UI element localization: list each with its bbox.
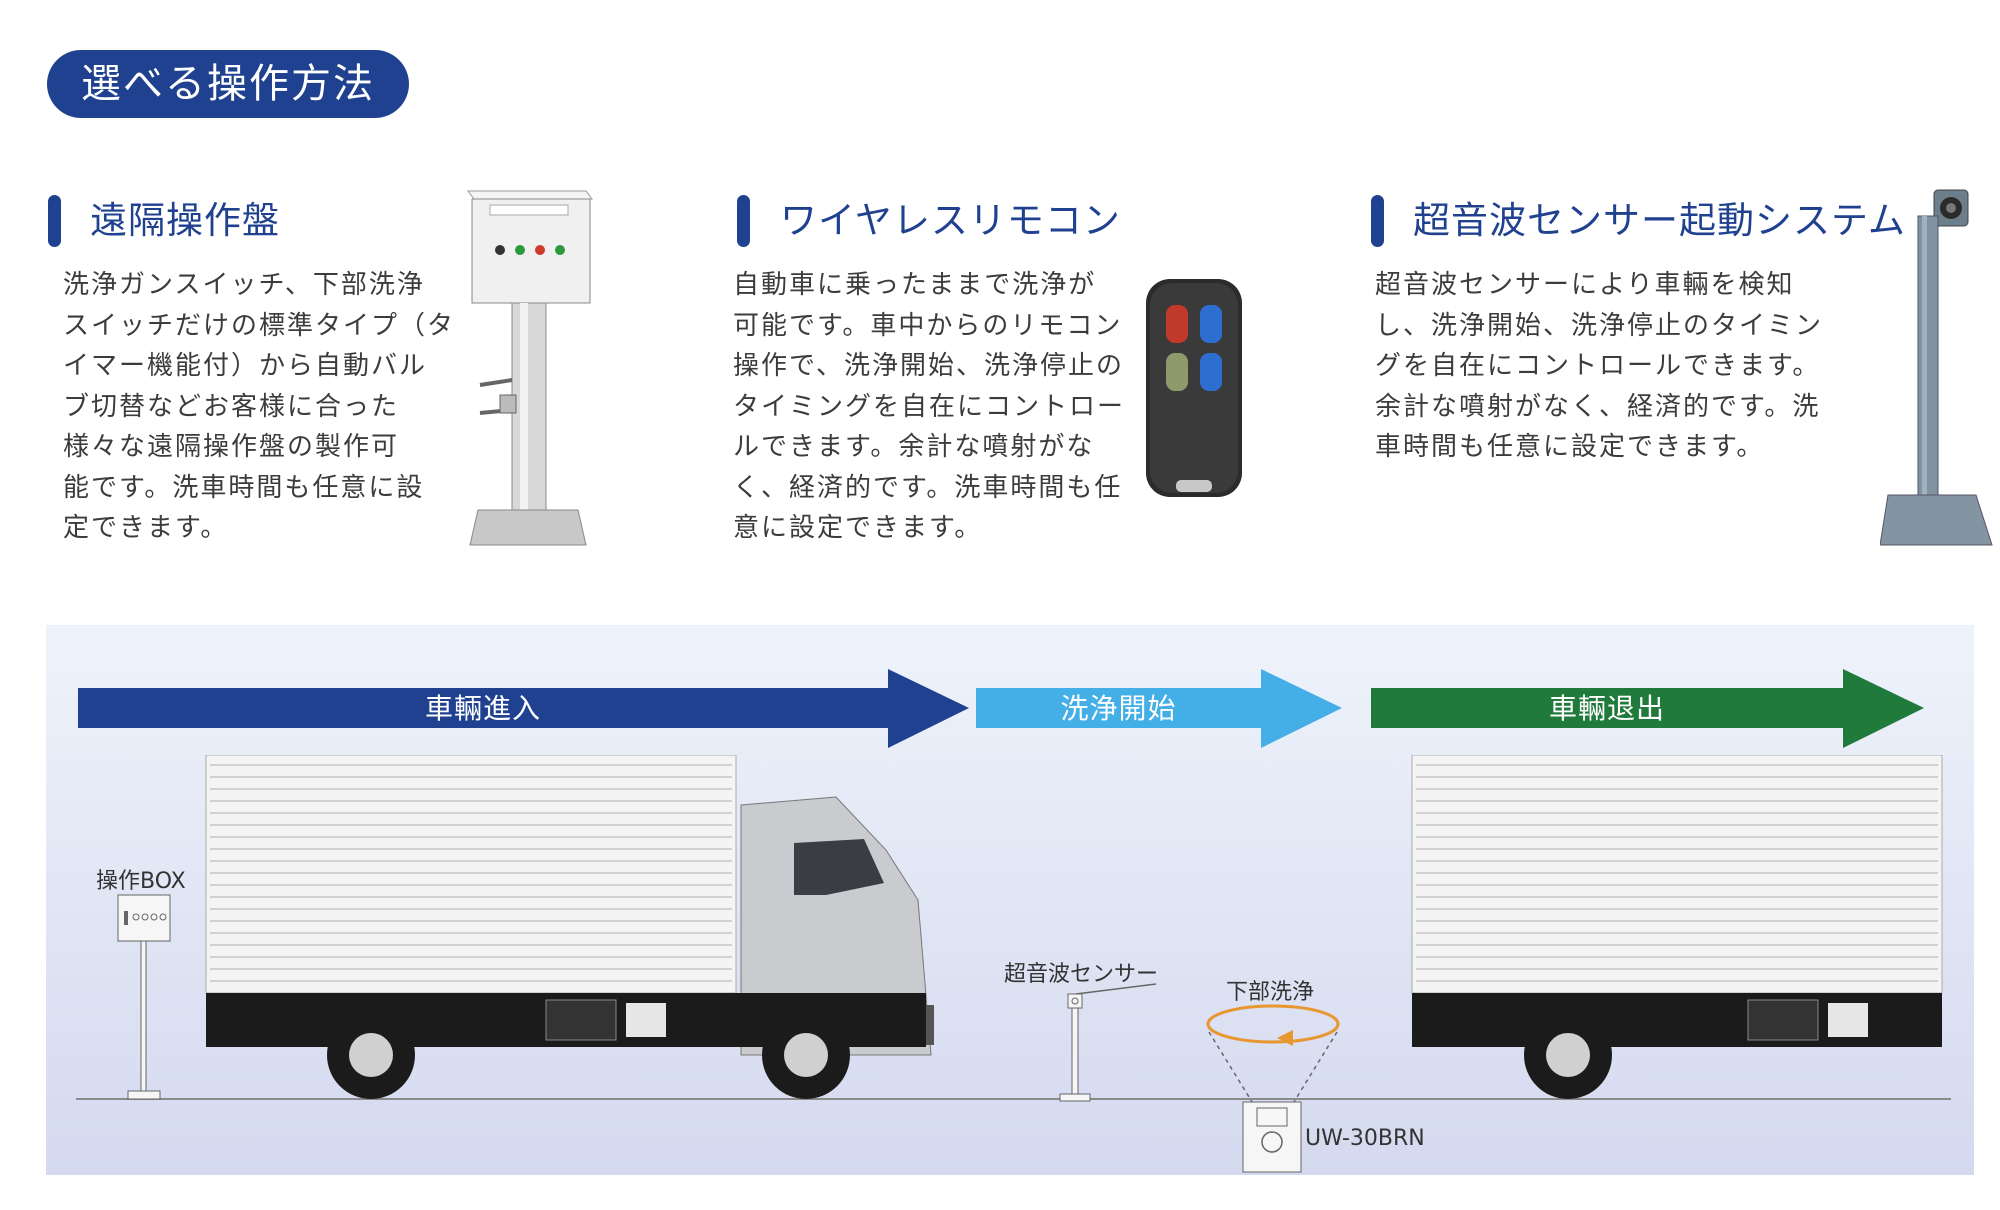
flow-arrow-exit — [1371, 669, 1924, 748]
underbody-wash-icon — [1206, 1004, 1340, 1173]
body-line: 洗浄ガンスイッチ、下部洗浄 — [63, 270, 425, 300]
operation-box-label: 操作BOX — [96, 869, 186, 894]
section-1-body: 洗浄ガンスイッチ、下部洗浄 スイッチだけの標準タイプ（タ イマー機能付）から自動… — [63, 265, 455, 549]
ultrasonic-sensor-pole-icon — [1880, 189, 1993, 546]
body-line: 操作で、洗浄開始、洗浄停止の — [733, 351, 1124, 381]
body-line: スイッチだけの標準タイプ（タ — [63, 310, 456, 341]
flow-arrows — [76, 669, 1951, 1100]
body-line: 超音波センサーにより車輛を検知 — [1375, 270, 1795, 300]
section-1-bar — [48, 195, 61, 247]
body-line: し、洗浄開始、洗浄停止のタイミン — [1375, 310, 1824, 341]
page-title: 選べる操作方法 — [47, 50, 409, 118]
body-line: ルできます。余計な噴射がな — [733, 432, 1095, 462]
rotation-arrow-icon — [1277, 1030, 1293, 1046]
body-line: 意に設定できます。 — [733, 513, 983, 543]
body-line: 可能です。車中からのリモコン — [733, 310, 1123, 341]
flow-label-wash: 洗浄開始 — [1060, 692, 1177, 725]
flow-label-entry: 車輛進入 — [424, 692, 541, 725]
body-line: イマー機能付）から自動バル — [63, 351, 428, 381]
ultrasonic-sensor-icon — [1059, 983, 1157, 1102]
ultrasonic-sensor-label: 超音波センサー — [1004, 962, 1159, 987]
body-line: 車時間も任意に設定できます。 — [1375, 432, 1765, 462]
control-panel-stand-icon — [467, 190, 593, 546]
body-line: 余計な噴射がなく、経済的です。洗 — [1375, 391, 1821, 422]
section-1-title: 遠隔操作盤 — [90, 199, 280, 242]
section-3-body: 超音波センサーにより車輛を検知 し、洗浄開始、洗浄停止のタイミン グを自在にコン… — [1375, 265, 1823, 468]
body-line: グを自在にコントロールできます。 — [1375, 351, 1821, 381]
flow-arrow-wash — [976, 669, 1342, 748]
flow-label-exit: 車輛退出 — [1548, 692, 1665, 725]
section-2-bar — [737, 195, 750, 247]
truck-entering-icon — [205, 755, 934, 1099]
section-2-title: ワイヤレスリモコン — [780, 199, 1121, 242]
section-2-body: 自動車に乗ったままで洗浄が 可能です。車中からのリモコン 操作で、洗浄開始、洗浄… — [733, 265, 1125, 549]
body-line: く、経済的です。洗車時間も任 — [733, 472, 1123, 503]
section-3-bar — [1371, 195, 1384, 247]
body-line: 様々な遠隔操作盤の製作可 — [63, 432, 400, 462]
flow-arrow-entry — [78, 669, 969, 748]
section-3-title: 超音波センサー起動システム — [1413, 199, 1906, 242]
body-line: 定できます。 — [63, 513, 229, 543]
wireless-remote-icon — [1146, 279, 1242, 497]
underbody-wash-label: 下部洗浄 — [1226, 980, 1315, 1005]
operation-box-icon — [117, 894, 171, 1100]
body-line: 能です。洗車時間も任意に設 — [63, 472, 425, 503]
truck-exiting-icon — [1411, 755, 1943, 1099]
model-label: UW-30BRN — [1305, 1126, 1425, 1151]
body-line: ブ切替などお客様に合った — [63, 391, 400, 422]
body-line: 自動車に乗ったままで洗浄が — [733, 270, 1097, 300]
body-line: タイミングを自在にコントロー — [733, 391, 1126, 422]
